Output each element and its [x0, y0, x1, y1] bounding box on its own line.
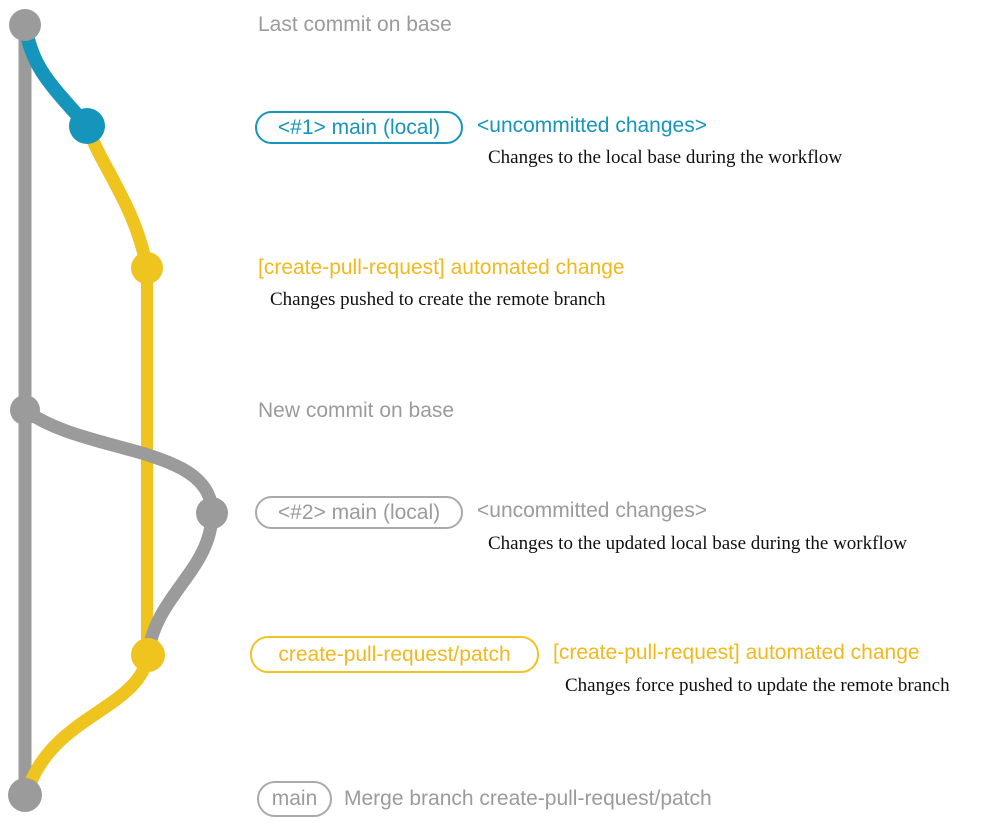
commit-node-local-1 [69, 108, 105, 144]
local-changes-description-2: Changes to the updated local base during… [488, 533, 907, 554]
uncommitted-changes-label-1: <uncommitted changes> [477, 114, 707, 137]
automated-change-title-2: [create-pull-request] automated change [553, 641, 920, 664]
commit-node-patch-2 [131, 638, 165, 672]
branch-badge-main: main [257, 781, 332, 817]
branch-badge-patch: create-pull-request/patch [250, 636, 539, 673]
uncommitted-changes-label-2: <uncommitted changes> [477, 499, 707, 522]
last-commit-label: Last commit on base [258, 13, 452, 36]
commit-node-merge [8, 778, 42, 812]
rebased-branch-curve [141, 506, 219, 662]
automated-change-title-1: [create-pull-request] automated change [258, 256, 625, 279]
automated-change-description-2: Changes force pushed to update the remot… [565, 675, 950, 696]
commit-node-last-base [9, 9, 41, 41]
merge-branch-curve [20, 648, 155, 800]
patch-branch-curve-1 [80, 119, 154, 275]
branch-badge-main-local-1: <#1> main (local) [255, 111, 463, 144]
new-commit-label: New commit on base [258, 399, 455, 422]
local-changes-branch-2 [18, 403, 219, 520]
local-changes-description-1: Changes to the local base during the wor… [488, 147, 843, 168]
commit-node-patch-1 [131, 252, 163, 284]
automated-change-description-1: Changes pushed to create the remote bran… [270, 289, 606, 310]
branch-badge-main-local-2: <#2> main (local) [255, 496, 463, 529]
commit-node-local-2 [196, 497, 228, 529]
commit-node-new-base [10, 395, 40, 425]
merge-commit-label: Merge branch create-pull-request/patch [344, 787, 712, 810]
